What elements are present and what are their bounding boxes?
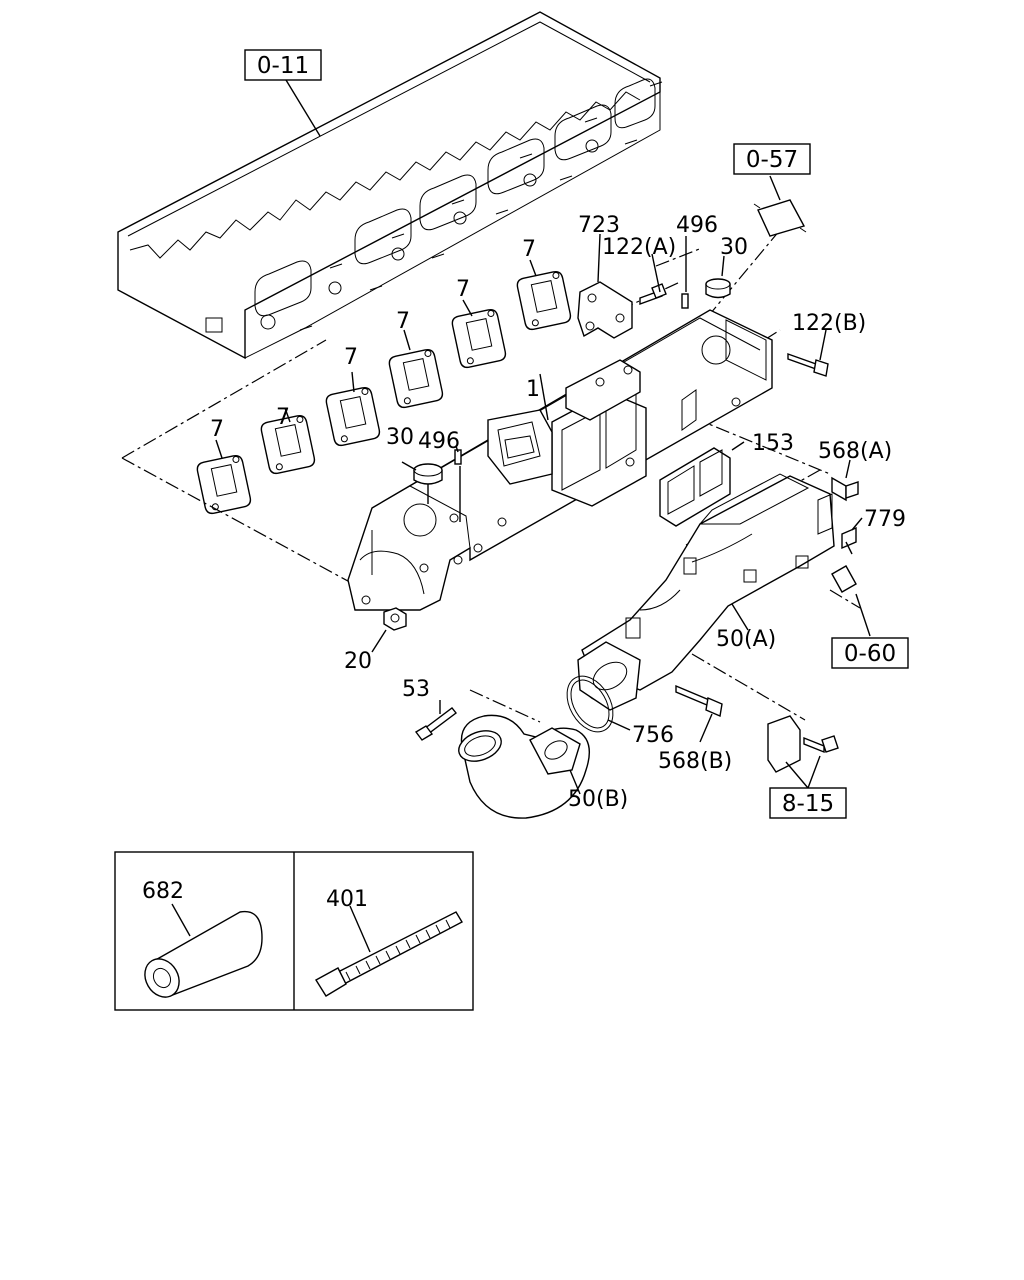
callout-7: 7 bbox=[210, 417, 224, 442]
bracket-8-15 bbox=[767, 715, 839, 789]
leader-0-11 bbox=[285, 79, 321, 137]
callout-50b: 50(B) bbox=[568, 787, 628, 812]
callout-53: 53 bbox=[402, 677, 430, 702]
callout-7: 7 bbox=[456, 277, 470, 302]
callout-7: 7 bbox=[396, 309, 410, 334]
reference-boxes: 0-11 0-57 0-60 8-15 bbox=[244, 49, 909, 819]
callout-labels: 1 7 7 7 7 7 7 20 30 30 496 496 723 122(A… bbox=[210, 213, 906, 812]
callout-153: 153 bbox=[752, 431, 794, 456]
bolts-568a-779 bbox=[831, 459, 863, 555]
caps-30 bbox=[413, 278, 731, 485]
inset-panel: 682 401 bbox=[114, 851, 474, 1011]
callout-756: 756 bbox=[632, 723, 674, 748]
elbow-pipe-50b bbox=[458, 714, 590, 819]
callout-682: 682 bbox=[142, 879, 184, 904]
exhaust-pipe-50a bbox=[577, 473, 835, 711]
cylinder-head bbox=[117, 11, 663, 360]
callout-7: 7 bbox=[522, 237, 536, 262]
callout-20: 20 bbox=[344, 649, 372, 674]
callout-7: 7 bbox=[276, 405, 290, 430]
callout-7: 7 bbox=[344, 345, 358, 370]
bolt-568b bbox=[675, 684, 723, 743]
callout-122a: 122(A) bbox=[602, 235, 676, 260]
callout-779: 779 bbox=[864, 507, 906, 532]
callout-30: 30 bbox=[720, 235, 748, 260]
part-0-57 bbox=[753, 175, 807, 237]
callout-50a: 50(A) bbox=[716, 627, 776, 652]
cable-tie-401 bbox=[315, 905, 463, 997]
nut-20 bbox=[371, 607, 407, 653]
reference-0-60: 0-60 bbox=[844, 641, 896, 667]
callout-723: 723 bbox=[578, 213, 620, 238]
gasket-153 bbox=[659, 441, 745, 527]
o-ring-756 bbox=[566, 675, 631, 733]
callout-401: 401 bbox=[326, 887, 368, 912]
callout-122b: 122(B) bbox=[792, 311, 866, 336]
part-0-60 bbox=[831, 565, 871, 637]
exhaust-manifold bbox=[347, 309, 773, 611]
callout-568b: 568(B) bbox=[658, 749, 732, 774]
callout-496: 496 bbox=[418, 429, 460, 454]
bolt-53 bbox=[414, 700, 457, 741]
bolts-122 bbox=[639, 253, 829, 377]
reference-0-57: 0-57 bbox=[746, 147, 798, 173]
exhaust-gaskets bbox=[196, 271, 572, 515]
callout-496: 496 bbox=[676, 213, 718, 238]
callout-568a: 568(A) bbox=[818, 439, 892, 464]
reference-8-15: 8-15 bbox=[782, 791, 834, 817]
callout-1: 1 bbox=[526, 377, 540, 402]
callout-30: 30 bbox=[386, 425, 414, 450]
bracket-723 bbox=[577, 233, 633, 339]
reference-0-11: 0-11 bbox=[257, 53, 309, 79]
sleeve-682 bbox=[144, 903, 263, 998]
